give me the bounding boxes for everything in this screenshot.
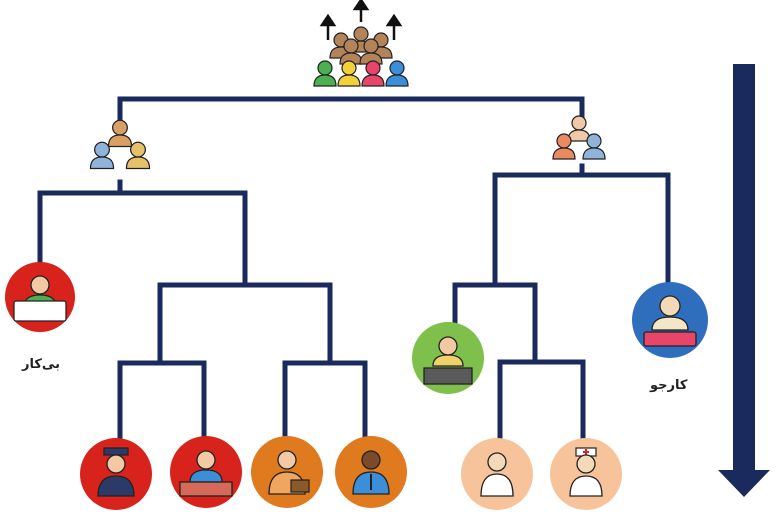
- police-officer-icon: [80, 438, 152, 510]
- doctor-woman-icon: [461, 438, 533, 510]
- women-group-icon: [552, 115, 606, 160]
- office-worker-icon: [170, 436, 242, 508]
- job-seeker-woman-icon: [632, 282, 708, 358]
- unemployed-person-icon: [5, 262, 75, 332]
- label-job-seeker: کارجو: [650, 378, 688, 393]
- up-arrow-icon: [385, 13, 403, 40]
- manager-icon: [335, 436, 407, 508]
- nurse-icon: [550, 438, 622, 510]
- tree-connectors: [37, 96, 671, 443]
- businessman-icon: [251, 436, 323, 508]
- up-arrows: [319, 0, 403, 40]
- down-arrow-icon: [718, 64, 770, 497]
- shopkeeper-woman-icon: [412, 322, 484, 394]
- men-group-icon: [89, 119, 151, 170]
- up-arrow-icon: [352, 0, 370, 22]
- up-arrow-icon: [319, 13, 337, 40]
- label-unemployed: بی‌کار: [22, 357, 60, 372]
